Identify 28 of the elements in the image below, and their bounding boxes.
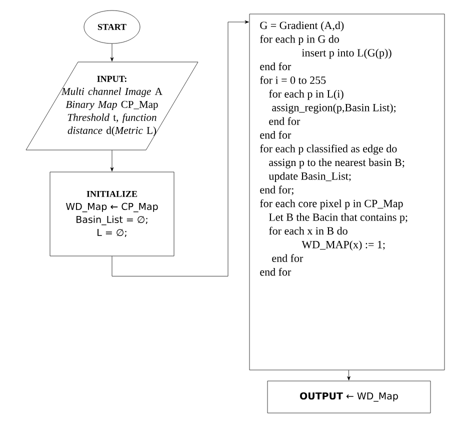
code-line: end for; [260,186,294,196]
process-box: INITIALIZE WD_Map ← CP_Map Basin_List = ∅; L = ∅; [50,172,174,256]
code-line: end for [260,130,292,139]
arrow [110,44,114,62]
code-line: end for [260,62,292,70]
arrow [347,370,350,380]
code-line: for each p classified as edge do [260,144,397,155]
code-line: for each p in G do [260,34,339,46]
code-line: for each p in L(i) [269,90,344,100]
code-line: for each x in B do [269,226,348,235]
input-parallelogram: INPUT: Multi channel Image A Binary Map CP_Map Threshold t, function distance d(Metric L) [26,62,198,150]
code-line: end for [272,254,304,262]
code-line: end for [269,117,300,125]
code-line: for i = 0 to 255 [260,76,326,84]
code-line: WD_MAP(x) := 1; [302,240,385,251]
code-line: G = Gradient (A,d) [260,21,344,32]
code-line: end for [260,268,292,276]
code-line: Let B the Bacin that contains p; [269,213,408,224]
start-terminal: START [84,10,140,44]
code-line: assign p to the nearest basin B; [269,158,404,168]
arrow [110,150,114,172]
arrow [112,20,249,276]
code-line: assign_region(p,Basin List); [272,104,396,114]
code-box [249,14,445,370]
code-line: update Basin_List; [268,172,351,182]
code-line: for each core pixel p in CP_Map [260,199,403,210]
process-box: OUTPUT ← WD_Map [267,380,431,414]
code-line: insert p into L(G(p)) [302,48,392,59]
